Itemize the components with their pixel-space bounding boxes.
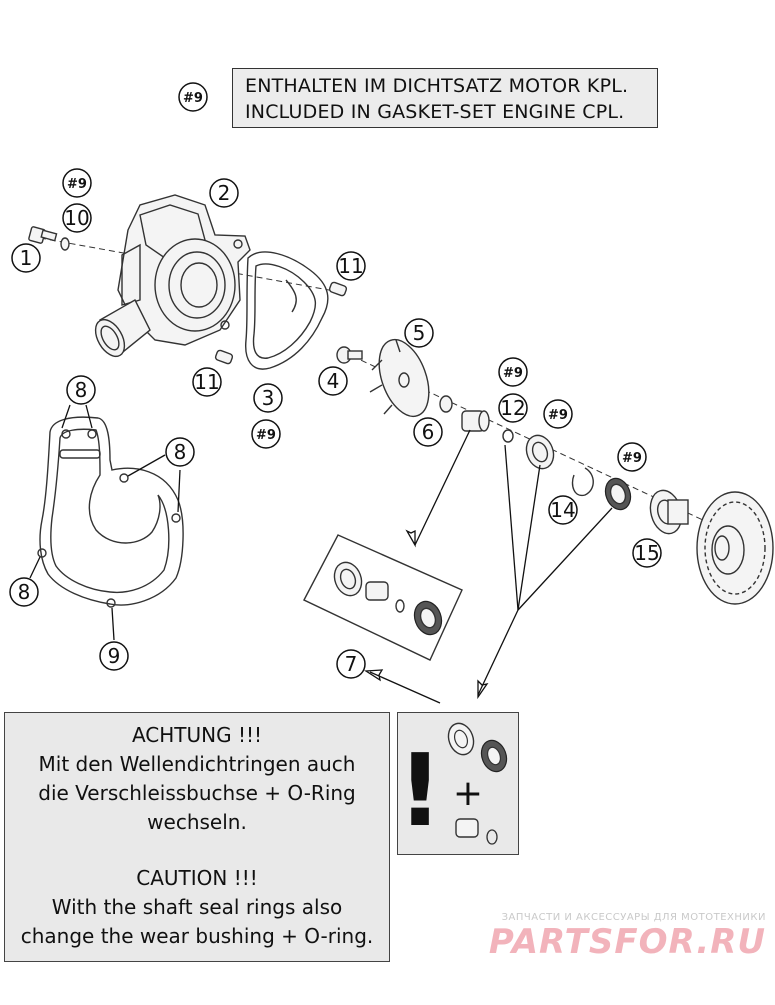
gasket-inner-curve xyxy=(285,279,297,313)
part-5-impeller xyxy=(369,338,430,418)
part-11-dowel-lower xyxy=(214,349,234,365)
part-14-circlip xyxy=(571,467,594,497)
callout-8-c: 8 xyxy=(9,577,39,607)
caution-line-de-3: wechseln. xyxy=(147,810,247,834)
caution-line-de-2: die Verschleissbuchse + O-Ring xyxy=(38,781,356,805)
part-4-impeller-bolt xyxy=(336,346,363,364)
callout-4: 4 xyxy=(318,366,348,396)
callout-15: 15 xyxy=(632,538,662,568)
svg-text:8: 8 xyxy=(18,580,31,604)
callout-1: 1 xyxy=(11,243,41,273)
gasket-hole-6 xyxy=(106,598,116,608)
ref-9-note: #9 xyxy=(178,82,208,112)
callout-5: 5 xyxy=(404,318,434,348)
callout-7: 7 xyxy=(336,649,366,679)
callout-11-b: 11 xyxy=(192,367,222,397)
gasket-hole-4 xyxy=(171,513,181,523)
svg-text:15: 15 xyxy=(634,541,659,565)
callout-6: 6 xyxy=(413,417,443,447)
svg-text:7: 7 xyxy=(345,652,358,676)
svg-text:#9: #9 xyxy=(503,366,523,381)
caution-line-en-1: With the shaft seal rings also xyxy=(51,895,343,919)
svg-text:3: 3 xyxy=(262,386,275,410)
svg-text:11: 11 xyxy=(194,370,219,394)
svg-text:#9: #9 xyxy=(183,91,203,106)
svg-text:1: 1 xyxy=(20,246,33,270)
caution-line-en-2: change the wear bushing + O-ring. xyxy=(20,924,374,948)
wear-bushing-icon xyxy=(455,818,479,838)
svg-text:11: 11 xyxy=(338,254,363,278)
ref-9-seal-2: #9 xyxy=(617,442,647,472)
ref-9-seal: #9 xyxy=(543,399,573,429)
caution-title-en: CAUTION !!! xyxy=(136,866,258,890)
shaft-seal-ring-2 xyxy=(604,477,632,511)
gasket-hole-1 xyxy=(61,429,71,439)
part-11-dowel-upper xyxy=(328,281,348,297)
callout-10: 10 xyxy=(62,203,92,233)
callout-8-b: 8 xyxy=(165,437,195,467)
callout-14: 14 xyxy=(548,495,578,525)
leader-lines xyxy=(29,404,613,704)
ref-9-o-ring: #9 xyxy=(498,357,528,387)
callout-2: 2 xyxy=(209,178,239,208)
seal-ring-icon xyxy=(447,722,475,756)
plus-icon: + xyxy=(453,773,483,814)
callout-11-a: 11 xyxy=(336,251,366,281)
gasket-hole-5 xyxy=(37,548,47,558)
gasket-hole-3 xyxy=(119,473,129,483)
svg-text:6: 6 xyxy=(422,420,435,444)
svg-text:2: 2 xyxy=(218,181,231,205)
note-line-de: ENTHALTEN IM DICHTSATZ MOTOR KPL. xyxy=(245,75,629,97)
callout-12: 12 xyxy=(498,393,528,423)
ref-9-washer: #9 xyxy=(62,168,92,198)
watermark-brand: PARTSFOR.RU xyxy=(488,922,766,962)
part-2-water-pump-cover xyxy=(94,194,251,358)
svg-text:8: 8 xyxy=(174,440,187,464)
shaft-seal-ring-1 xyxy=(525,434,555,470)
callout-3: 3 xyxy=(253,383,283,413)
note-line-en: INCLUDED IN GASKET-SET ENGINE CPL. xyxy=(245,101,625,123)
ref-9-gasket: #9 xyxy=(251,419,281,449)
part-1-bolt xyxy=(28,226,58,244)
o-ring-icon xyxy=(486,829,498,845)
caution-line-de-1: Mit den Wellendichtringen auch xyxy=(38,752,356,776)
pump-drive-gear xyxy=(696,491,774,605)
part-9-cover-gasket xyxy=(39,416,184,606)
part-12-o-ring xyxy=(502,429,514,443)
part-3-gasket xyxy=(245,251,329,370)
svg-text:14: 14 xyxy=(550,498,575,522)
svg-text:9: 9 xyxy=(108,644,121,668)
part-7-repair-kit xyxy=(303,534,463,661)
wear-bushing xyxy=(461,410,490,432)
part-10-washer xyxy=(60,237,70,251)
svg-text:#9: #9 xyxy=(67,177,87,192)
warning-box: ! + xyxy=(397,712,519,855)
caution-box: ACHTUNG !!! Mit den Wellendichtringen au… xyxy=(4,712,390,962)
callout-9: 9 xyxy=(99,641,129,671)
callout-8-a: 8 xyxy=(66,375,96,405)
watermark-tagline: ЗАПЧАСТИ И АКСЕССУАРЫ ДЛЯ МОТОТЕХНИКИ xyxy=(501,912,766,923)
svg-text:#9: #9 xyxy=(256,428,276,443)
warning-illustration: ! + xyxy=(397,722,508,849)
part-15-bearing xyxy=(649,489,689,535)
svg-text:#9: #9 xyxy=(548,408,568,423)
gasket-hole-2 xyxy=(87,429,97,439)
svg-text:10: 10 xyxy=(64,206,89,230)
svg-text:4: 4 xyxy=(327,369,340,393)
svg-text:5: 5 xyxy=(413,321,426,345)
svg-text:#9: #9 xyxy=(622,451,642,466)
svg-text:8: 8 xyxy=(75,378,88,402)
gasket-set-note: ENTHALTEN IM DICHTSATZ MOTOR KPL. INCLUD… xyxy=(232,68,658,128)
gasket-slot xyxy=(59,449,101,459)
svg-text:12: 12 xyxy=(500,396,525,420)
exclamation-mark-icon: ! xyxy=(398,732,443,849)
part-6-washer xyxy=(439,395,453,413)
caution-title-de: ACHTUNG !!! xyxy=(131,723,263,747)
